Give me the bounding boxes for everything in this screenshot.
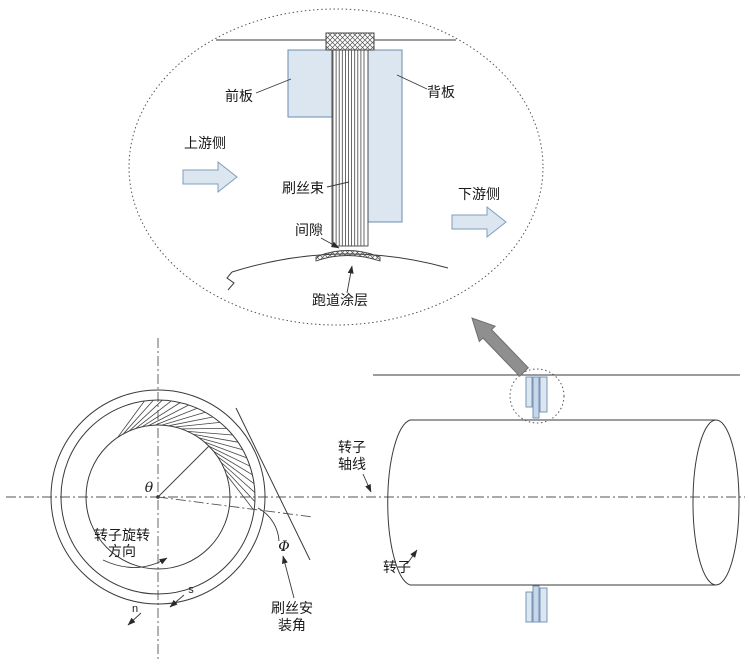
downstream-label: 下游侧 <box>458 186 500 202</box>
clamp-weld <box>325 32 375 51</box>
upstream-label: 上游侧 <box>184 135 226 151</box>
s-label: s <box>188 584 194 596</box>
rotor-right-cap <box>692 419 740 586</box>
rotation-direction-label-2: 方向 <box>108 543 136 559</box>
side-view: 转子 轴线 转子 <box>338 317 740 623</box>
back-plate-leader <box>396 74 428 90</box>
front-plate-leader <box>255 78 292 94</box>
rotor-axis-leader <box>362 473 372 493</box>
upstream-flow-arrow <box>182 160 238 194</box>
detail-callout-circle <box>509 368 565 424</box>
rotor-axis-label-2: 轴线 <box>338 456 366 472</box>
phi-label: Φ <box>278 539 289 555</box>
phi-angle-arc <box>257 507 280 542</box>
casing-outer-circle <box>50 389 266 605</box>
casing-inner-circle <box>60 399 256 595</box>
theta-radius-line <box>157 445 210 498</box>
surface-break-line <box>226 271 235 291</box>
bristle-pack-leader <box>326 181 350 188</box>
zoom-arrow <box>471 317 530 377</box>
rotor-surface <box>231 253 449 273</box>
bristle-pack <box>332 50 365 246</box>
rotor-leader <box>406 549 418 565</box>
rotor-axis-label-1: 转子 <box>338 439 366 455</box>
clearance-label: 间隙 <box>295 222 323 238</box>
upper-seal <box>525 376 548 419</box>
install-angle-label-2: 装角 <box>278 617 306 633</box>
back-plate-label: 背板 <box>427 84 455 100</box>
runway-coating-leader <box>346 265 354 294</box>
front-plate-label: 前板 <box>225 88 253 104</box>
install-angle-leader <box>281 555 295 599</box>
rotor-label: 转子 <box>383 559 411 575</box>
downstream-flow-arrow <box>451 205 507 239</box>
lower-seal <box>525 585 548 623</box>
rotor-circle <box>85 424 231 570</box>
detail-boundary-ellipse <box>128 8 544 326</box>
rotor-left-cap <box>387 419 411 586</box>
n-arrow <box>127 612 142 626</box>
n-label: n <box>132 603 138 615</box>
runway-coating-label: 跑道涂层 <box>312 292 368 308</box>
theta-label: θ <box>145 480 154 496</box>
bristle-hatching <box>117 399 256 511</box>
front-view: θ Φ 转子旋转 方向 s n 刷丝安 装角 <box>50 338 314 661</box>
install-angle-label-1: 刷丝安 <box>271 600 313 616</box>
bristle-tangent-line <box>235 407 311 561</box>
detail-view: 前板 背板 上游侧 刷丝束 下游侧 间隙 跑道涂层 <box>128 8 544 326</box>
bristle-pack-label: 刷丝束 <box>282 180 324 196</box>
phi-radius-line <box>157 496 314 518</box>
back-plate <box>367 49 403 223</box>
runway-coating <box>315 250 381 262</box>
s-arrow <box>169 594 185 608</box>
rotation-arrow <box>102 557 168 568</box>
clearance-leader <box>320 237 340 249</box>
rotation-direction-label-1: 转子旋转 <box>94 527 150 543</box>
front-plate <box>287 49 333 118</box>
bristle-pack-outline <box>331 49 369 247</box>
